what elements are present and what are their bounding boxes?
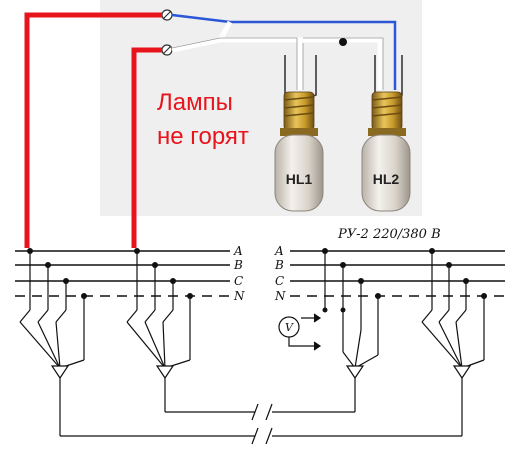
phase-label-n-right: N <box>274 289 286 303</box>
phase-label-a-right: A <box>274 244 284 258</box>
interconnect-cables <box>60 403 462 445</box>
right-feeder-2 <box>421 251 485 436</box>
left-feeder-1 <box>19 251 85 436</box>
lamp-hl1: HL1 <box>274 91 324 212</box>
lamp-hl1-label: HL1 <box>286 171 313 187</box>
voltmeter: V <box>278 316 300 338</box>
left-busbars <box>15 250 230 297</box>
right-busbars <box>290 250 505 297</box>
terminal-bottom <box>161 44 173 56</box>
annotation-line1: Лампы <box>157 89 233 116</box>
annotation-line2: не горят <box>157 123 249 150</box>
lamp-hl2-label: HL2 <box>373 171 400 187</box>
white-wires-outline <box>171 37 384 90</box>
right-feeder-1 <box>288 251 379 412</box>
phase-label-a: A <box>233 244 243 258</box>
panel-title: РУ-2 220/380 В <box>337 227 441 242</box>
red-wire-right <box>131 47 162 248</box>
voltmeter-symbol: V <box>285 321 294 334</box>
connection-dots <box>27 248 487 313</box>
left-feeder-2 <box>126 251 191 412</box>
red-wire-left <box>24 12 162 248</box>
phase-label-c-right: C <box>275 274 284 288</box>
phase-label-n: N <box>233 289 245 303</box>
phase-label-c: C <box>234 274 243 288</box>
terminal-top <box>161 9 173 21</box>
phase-label-b: B <box>233 258 243 272</box>
blue-wire <box>171 13 397 90</box>
junction-dot <box>339 38 347 46</box>
phase-label-b-right: B <box>274 258 284 272</box>
lamp-hl2: HL2 <box>361 91 411 212</box>
white-wires <box>171 20 383 90</box>
